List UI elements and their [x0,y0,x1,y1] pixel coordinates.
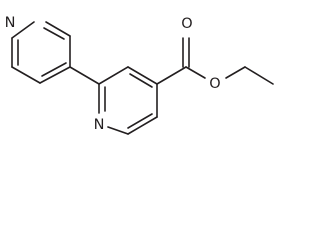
bond [39,66,71,84]
bond [127,116,158,135]
bond [156,66,187,85]
bond [127,66,158,85]
biaryl-bond [69,66,100,85]
structure-diagram: N N O O [5,15,274,135]
bond [43,27,65,40]
bond [41,62,67,77]
bond [127,113,153,129]
pyridyl-ring [11,21,71,84]
ring-nitrogen-label: N [94,117,105,133]
ester-group [156,37,274,85]
carbonyl-oxygen-label: O [181,16,192,32]
bond [45,21,71,37]
bond [107,126,129,135]
pyridyl-nitrogen-label: N [5,15,16,31]
bond [11,66,41,84]
bond [225,66,246,79]
bond [129,73,153,88]
ester-oxygen-label: O [209,76,220,92]
pyridine-ring [98,66,158,135]
bond [244,66,274,85]
bond [185,66,206,79]
bond [11,21,35,39]
bond [98,66,129,85]
